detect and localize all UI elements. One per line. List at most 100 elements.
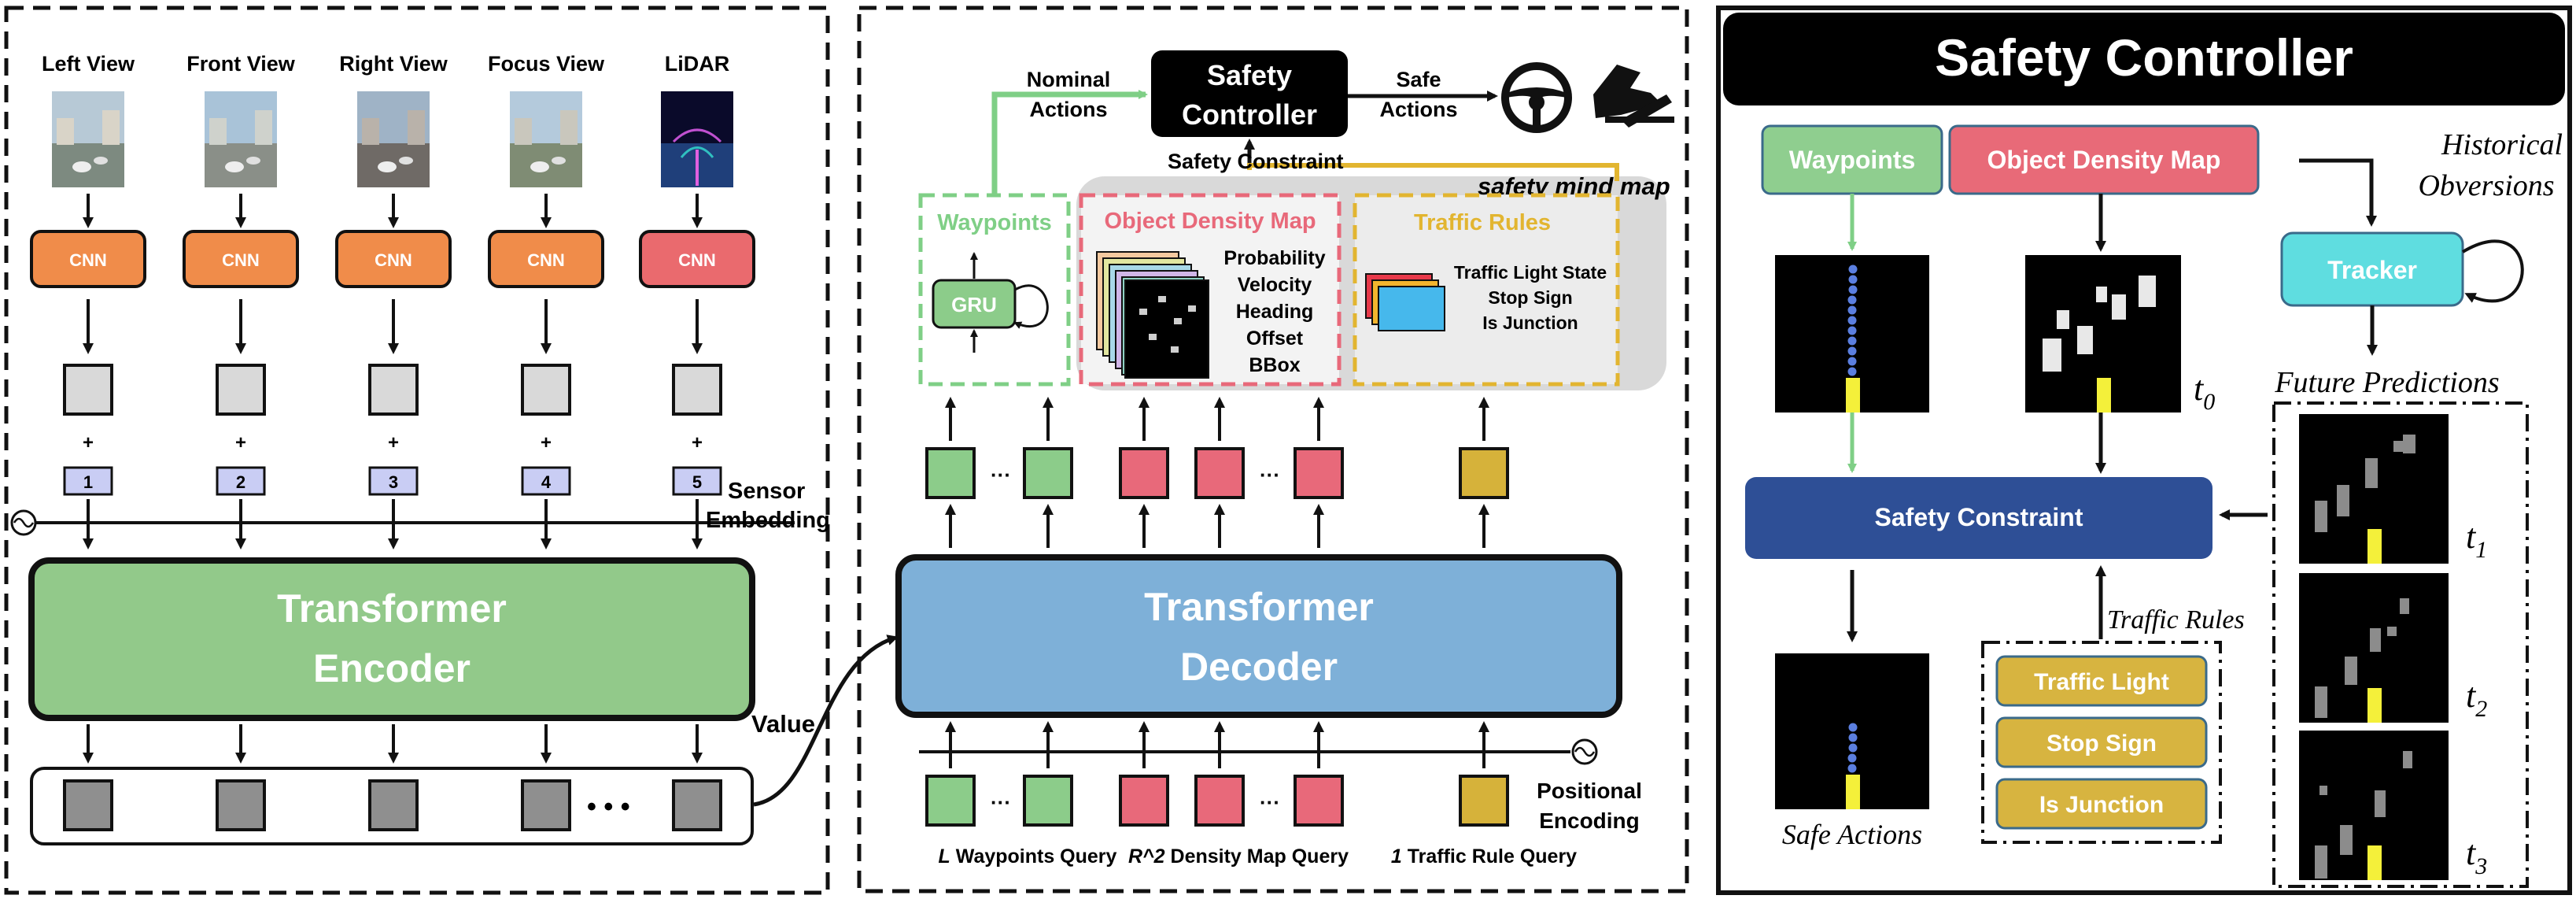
encoder-output-token [63, 779, 113, 831]
view-label-1: Left View [42, 52, 135, 76]
safety-constraint-label: Safety Constraint [1168, 150, 1344, 173]
sensor-index-label: 5 [692, 472, 702, 492]
traffic-rules-frame [1981, 641, 2222, 844]
cnn-label: CNN [678, 250, 716, 270]
transformer-encoder [28, 557, 755, 721]
encoder-output-token [216, 779, 266, 831]
svg-text:Traffic Rules: Traffic Rules [1414, 210, 1551, 235]
density-attribute: Probability [1223, 247, 1325, 269]
rule-button-label: Traffic Light [2034, 669, 2169, 695]
svg-text:Tracker: Tracker [2327, 256, 2417, 284]
historical-label: Historical [2441, 128, 2563, 161]
gru-box [932, 279, 1017, 329]
decoder-output-token-density [1294, 447, 1344, 499]
rule-button-3[interactable] [1995, 778, 2208, 830]
svg-text:Embedding: Embedding [706, 508, 830, 533]
query-token-density [1119, 775, 1169, 827]
future-predictions-frame [2272, 401, 2529, 888]
svg-text:Object Density Map: Object Density Map [1987, 146, 2221, 174]
density-attribute: Velocity [1238, 274, 1312, 296]
plus-sign: + [235, 432, 246, 453]
steering-wheel-icon [1501, 62, 1572, 133]
ellipsis: ··· [1260, 790, 1280, 814]
svg-text:Safety: Safety [1207, 59, 1292, 91]
safety-controller-box [1151, 50, 1348, 137]
decoder-output-token-waypoint [925, 447, 976, 499]
positional-encoding-label: Positional [1537, 779, 1642, 803]
transformer-decoder [895, 554, 1622, 718]
decoder-panel [857, 6, 1689, 893]
camera-thumbnail-3 [357, 91, 430, 187]
safe-actions-map [1775, 653, 1929, 809]
density-map-thumbnail [1124, 279, 1209, 379]
query-token-density [1194, 775, 1245, 827]
traffic-rule-item: Traffic Light State [1454, 262, 1607, 283]
cnn-box-1 [30, 230, 146, 288]
value-arrow [753, 634, 899, 807]
time-step-label-2: t2 [2466, 676, 2487, 722]
nominal-actions-label: Nominal [1027, 68, 1111, 91]
encoder-output-token [672, 779, 722, 831]
sensor-index-label: 3 [389, 472, 398, 492]
sensor-index-label: 4 [541, 472, 552, 492]
traffic-rule-item: Stop Sign [1488, 287, 1572, 308]
cnn-box-3 [335, 230, 452, 288]
camera-thumbnail-5 [661, 91, 733, 187]
feature-token [216, 364, 266, 416]
safe-actions-caption: Safe Actions [1782, 819, 1922, 850]
cnn-label: CNN [69, 250, 107, 270]
svg-text:Safety Constraint: Safety Constraint [1875, 503, 2083, 531]
waypoints-map [1775, 255, 1929, 413]
camera-thumbnail-1 [52, 91, 124, 187]
svg-text:Waypoints: Waypoints [937, 210, 1052, 235]
plus-sign: + [388, 432, 399, 453]
query-token-traffic [1459, 775, 1509, 827]
svg-text:Actions: Actions [1029, 98, 1107, 121]
svg-text:Encoding: Encoding [1539, 808, 1640, 833]
cnn-box-2 [183, 230, 299, 288]
sensor-index [216, 466, 266, 496]
rule-button-1[interactable] [1995, 655, 2208, 707]
plus-sign: + [692, 432, 703, 453]
cnn-box-4 [488, 230, 604, 288]
camera-thumbnail-4 [510, 91, 582, 187]
svg-text:Obversions: Obversions [2418, 169, 2554, 202]
view-label-5: LiDAR [665, 52, 730, 76]
density-attribute: Heading [1236, 301, 1314, 323]
ellipsis: • • • [587, 792, 630, 822]
t0-label: t0 [2194, 369, 2215, 415]
query-label-waypoints: L Waypoints Query [939, 845, 1117, 868]
controller-safety-constraint[interactable] [1745, 477, 2212, 559]
traffic-rule-item: Is Junction [1482, 313, 1578, 333]
svg-text:Decoder: Decoder [1180, 645, 1338, 689]
future-prediction-map-3 [2299, 731, 2449, 880]
svg-text:Actions: Actions [1379, 98, 1457, 121]
sensor-embedding-label: Sensor [728, 479, 805, 504]
plus-sign: + [83, 432, 94, 453]
encoder-panel [4, 6, 830, 895]
controller-panel [1716, 6, 2572, 895]
query-token-density [1294, 775, 1344, 827]
query-token-waypoint [1023, 775, 1073, 827]
decoder-title: Transformer [1144, 585, 1374, 629]
controller-density-box[interactable] [1948, 124, 2260, 195]
time-step-label-3: t3 [2466, 834, 2487, 879]
rule-button-2[interactable] [1995, 716, 2208, 768]
ellipsis: ··· [1260, 463, 1280, 486]
cnn-label: CNN [527, 250, 565, 270]
encoder-output-token [368, 779, 419, 831]
svg-text:GRU: GRU [951, 293, 997, 316]
density-attribute: BBox [1249, 354, 1300, 376]
encoder-title: Transformer [277, 586, 507, 631]
sensor-index-label: 1 [83, 472, 93, 492]
decoder-output-token-traffic [1459, 447, 1509, 499]
feature-token [63, 364, 113, 416]
decoder-output-token-waypoint [1023, 447, 1073, 499]
future-predictions-label: Future Predictions [2274, 366, 2499, 399]
future-prediction-map-1 [2299, 414, 2449, 564]
density-attribute: Offset [1246, 327, 1304, 350]
traffic-rules-label: Traffic Rules [2107, 605, 2245, 634]
svg-text:Encoder: Encoder [313, 646, 471, 690]
safe-actions-label: Safe [1396, 68, 1441, 91]
